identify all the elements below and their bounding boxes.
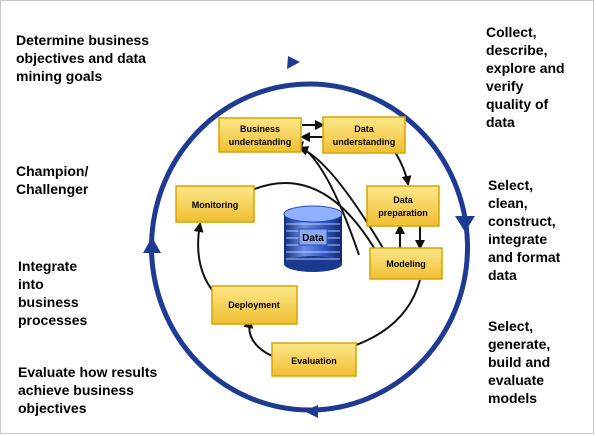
note-collect-line4: verify [486, 78, 524, 94]
box-evaluation-label: Evaluation [291, 356, 337, 366]
note-champion-line2: Challenger [16, 181, 89, 197]
box-evaluation: Evaluation [271, 342, 357, 377]
note-select-generate-line3: build and [488, 354, 551, 370]
box-data-understanding-line2: understanding [333, 137, 396, 147]
note-champion-line1: Champion/ [16, 163, 89, 179]
note-evaluate-results-line1: Evaluate how results [18, 364, 158, 380]
box-data-understanding-line1: Data [354, 124, 375, 134]
box-data-preparation: Data preparation [366, 185, 440, 227]
box-modeling: Modeling [369, 247, 443, 280]
note-collect-line6: data [486, 114, 515, 130]
outer-cycle-arrowhead-bottom [304, 405, 318, 418]
outer-cycle-arrowhead-top [287, 56, 300, 69]
arrow-data-understanding-to-preparation [394, 151, 412, 186]
note-select-generate-line1: Select, [488, 318, 534, 334]
arrow-evaluation-to-deployment [243, 318, 273, 357]
box-data-preparation-line2: preparation [378, 208, 428, 218]
note-integrate-line4: processes [18, 312, 88, 328]
note-evaluate-results: Evaluate how results achieve business ob… [18, 363, 157, 417]
note-champion-challenger: Champion/ Challenger [16, 162, 88, 198]
box-deployment-label: Deployment [228, 300, 280, 310]
box-monitoring-label: Monitoring [192, 200, 239, 210]
box-data-understanding: Data understanding [322, 116, 406, 154]
box-business-understanding-line1: Business [240, 124, 280, 134]
note-collect-line2: describe, [486, 42, 548, 58]
box-modeling-label: Modeling [386, 259, 426, 269]
note-select-generate-line2: generate, [488, 336, 551, 352]
note-determine-objectives-line2: objectives and data [16, 50, 146, 66]
arrow-monitoring-loop [251, 182, 381, 260]
note-collect-line1: Collect, [486, 24, 537, 40]
box-business-understanding: Business understanding [218, 117, 302, 153]
note-select-clean-line1: Select, [488, 177, 534, 193]
note-determine-objectives-line3: mining goals [16, 68, 103, 84]
note-select-clean: Select, clean, construct, integrate and … [488, 176, 560, 284]
note-determine-objectives: Determine business objectives and data m… [16, 31, 149, 85]
arrow-modeling-to-evaluation [331, 279, 421, 356]
note-integrate-line2: into [18, 276, 44, 292]
note-select-clean-line2: clean, [488, 195, 528, 211]
outer-cycle-arrowhead-right [455, 216, 475, 232]
note-evaluate-results-line2: achieve business [18, 382, 134, 398]
note-select-generate: Select, generate, build and evaluate mod… [488, 317, 550, 407]
outer-cycle-arrowhead-left [143, 237, 161, 253]
note-select-generate-line4: evaluate [488, 372, 545, 388]
note-collect-line3: explore and [486, 60, 565, 76]
arrow-modeling-to-business-return [298, 146, 391, 261]
note-determine-objectives-line1: Determine business [16, 32, 150, 48]
outer-cycle-ring [149, 81, 470, 413]
box-business-understanding-line2: understanding [229, 137, 292, 147]
note-collect-data: Collect, describe, explore and verify qu… [486, 23, 565, 131]
note-select-clean-line5: and format [488, 249, 561, 265]
database-label: Data [302, 233, 324, 244]
note-integrate-line3: business [18, 294, 79, 310]
box-monitoring: Monitoring [175, 185, 255, 223]
box-deployment: Deployment [211, 285, 298, 325]
note-integrate: Integrate into business processes [18, 257, 87, 329]
note-select-generate-line5: models [488, 390, 538, 406]
note-evaluate-results-line3: objectives [18, 400, 87, 416]
note-select-clean-line6: data [488, 267, 517, 283]
note-select-clean-line3: construct, [488, 213, 556, 229]
note-select-clean-line4: integrate [488, 231, 548, 247]
box-data-preparation-line1: Data [393, 195, 414, 205]
note-collect-line5: quality of [486, 96, 549, 112]
note-integrate-line1: Integrate [18, 258, 78, 274]
database-cylinder: Data [283, 205, 343, 272]
